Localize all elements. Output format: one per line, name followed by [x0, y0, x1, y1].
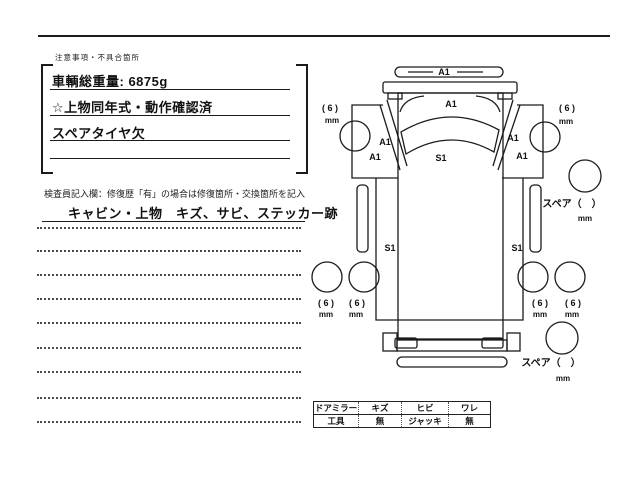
rear-wheel-left-inner: [348, 261, 380, 293]
rear-step-plate-right: [481, 337, 504, 349]
rear-wheel-right-outer: [554, 261, 586, 293]
rear-wheel-right-inner: [517, 261, 549, 293]
note-underline: [50, 115, 290, 116]
note-body-confirmed: ☆上物同年式・動作確認済: [52, 100, 213, 115]
front-bumper: [394, 66, 504, 78]
ruled-dotted-line: [37, 274, 301, 276]
table-cell-jack: ジャッキ: [401, 415, 448, 427]
tread-front-right-mm: mm: [559, 117, 573, 126]
table-cell-tools-none: 無: [358, 415, 401, 427]
equipment-table-row: ドアミラー キズ ヒビ ワレ: [314, 402, 490, 414]
tread-rear-left-outer: ( 6 ): [318, 298, 334, 308]
front-wheel-left: [339, 120, 371, 152]
tread-rear-left-inner-mm: mm: [349, 310, 363, 319]
cab-front-step-right: [497, 92, 513, 100]
notes-section-label: 注意事項・不具合箇所: [55, 53, 140, 62]
door-slant-left: [379, 104, 401, 171]
rear-frame-bar: [396, 339, 508, 352]
note-underline: [50, 140, 290, 141]
side-guard-right: [529, 184, 542, 253]
tread-front-left: ( 6 ): [322, 103, 338, 113]
spare-top-mm: mm: [578, 214, 592, 223]
table-cell-tools: 工具: [327, 416, 345, 426]
label-door-right-lower-a1: A1: [516, 151, 528, 161]
inspector-finding: キャビン・上物 キズ、サビ、ステッカー跡: [68, 206, 339, 221]
tread-front-right: ( 6 ): [559, 103, 575, 113]
label-side-right-s1: S1: [511, 243, 522, 253]
door-slant-left: [386, 99, 408, 167]
table-cell-scratch: キズ: [358, 402, 401, 414]
ruled-dotted-line: [37, 298, 301, 300]
tread-rear-right-inner-mm: mm: [533, 310, 547, 319]
ruled-dotted-line: [37, 227, 301, 229]
ruled-dotted-line: [37, 250, 301, 252]
notes-box-left-bracket: [41, 64, 53, 174]
notes-box-right-bracket: [296, 64, 308, 174]
cab-front-panel: [382, 81, 518, 94]
windshield-band: [400, 116, 500, 156]
rear-frame-right-block: [506, 332, 521, 352]
note-spare-missing: スペアタイヤ欠: [52, 126, 146, 141]
rear-wheel-left-outer: [311, 261, 343, 293]
rear-bumper: [396, 356, 508, 368]
front-wheel-right: [529, 121, 561, 153]
side-guard-left: [356, 184, 369, 253]
table-cell-crack: ヒビ: [401, 402, 448, 414]
ruled-dotted-line: [37, 371, 301, 373]
label-cab-a1: A1: [445, 99, 457, 109]
ruled-dotted-line: [37, 397, 301, 399]
top-divider-rule: [38, 35, 610, 37]
spare-bottom-mm: mm: [556, 374, 570, 383]
label-side-left-s1: S1: [384, 243, 395, 253]
door-slant-right: [492, 99, 514, 167]
inspector-instruction: 検査員記入欄：修復歴「有」の場合は修復箇所・交換箇所を記入: [44, 189, 306, 199]
tread-rear-right-outer: ( 6 ): [565, 298, 581, 308]
note-gross-weight: 車輌総重量: 6875g: [52, 74, 168, 89]
spare-top-label: スペア（ ）: [542, 197, 601, 210]
ruled-dotted-line: [37, 322, 301, 324]
tread-rear-right-inner: ( 6 ): [532, 298, 548, 308]
note-underline: [50, 89, 290, 90]
finding-underline: [42, 221, 305, 222]
tread-rear-left-inner: ( 6 ): [349, 298, 365, 308]
table-cell-door-mirror: ドアミラー: [314, 403, 358, 413]
fender-left: [351, 104, 398, 179]
label-door-left-lower-a1: A1: [369, 152, 381, 162]
equipment-table-row: 工具 無 ジャッキ 無: [314, 414, 490, 427]
tread-rear-left-outer-mm: mm: [319, 310, 333, 319]
tread-rear-right-outer-mm: mm: [565, 310, 579, 319]
label-front-bumper-a1: A1: [438, 67, 450, 77]
tread-front-left-mm: mm: [325, 116, 339, 125]
equipment-table: ドアミラー キズ ヒビ ワレ 工具 無 ジャッキ 無: [313, 401, 491, 428]
table-cell-break: ワレ: [448, 402, 490, 414]
ruled-dotted-line: [37, 421, 301, 423]
rear-step-plate-left: [394, 337, 418, 349]
truck-top-view-diagram: A1 A1 A1 A1 A1 A1 S1 S1 S1 ( 6 ) mm ( 6 …: [311, 66, 602, 383]
spare-tire-top: [568, 159, 602, 193]
windshield-corner-right: [475, 95, 501, 113]
door-slant-right: [497, 104, 521, 171]
label-windshield-s1: S1: [435, 153, 446, 163]
table-cell-jack-none: 無: [448, 415, 490, 427]
note-underline: [50, 158, 290, 159]
spare-tire-bottom: [545, 321, 579, 355]
label-door-left-upper-a1: A1: [379, 137, 391, 147]
spare-bottom-label: スペア（ ）: [521, 356, 580, 369]
body-outer-width: [375, 178, 524, 321]
windshield-corner-left: [399, 95, 425, 113]
ruled-dotted-line: [37, 347, 301, 349]
cab-front-step-left: [387, 92, 403, 100]
body-outline: [397, 92, 504, 340]
label-door-right-upper-a1: A1: [507, 133, 519, 143]
